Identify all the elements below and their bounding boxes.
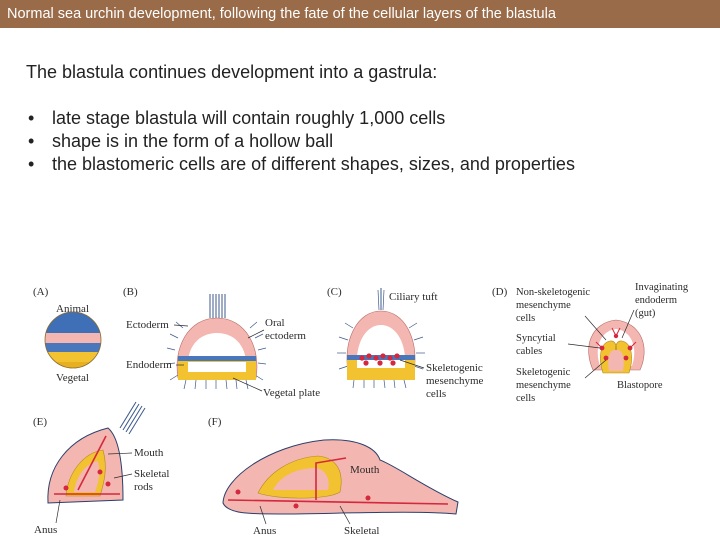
panel-d-letter: (D)	[492, 286, 508, 298]
panel-a-letter: (A)	[33, 286, 49, 298]
panel-d: (D) Non-skeletogenic mesenchyme cells Sy…	[492, 282, 689, 404]
panel-c-letter: (C)	[327, 286, 342, 298]
panel-f-letter: (F)	[208, 416, 222, 428]
label-endoderm: Endoderm	[126, 359, 172, 371]
label-nonskel-1: Non-skeletogenic	[516, 287, 590, 298]
panel-c: (C) Ciliary tuft Skeletogenic mesenchyme…	[327, 286, 484, 400]
label-anus-e: Anus	[34, 524, 57, 536]
label-vegetal: Vegetal	[56, 372, 89, 384]
label-nonskel-2: mesenchyme	[516, 300, 571, 311]
label-ciliary-tuft: Ciliary tuft	[389, 291, 438, 303]
embryo-c-vegetal-cilia	[352, 379, 407, 389]
slide-title: Normal sea urchin development, following…	[7, 6, 556, 22]
bullet-text: shape is in the form of a hollow ball	[52, 131, 334, 151]
embryo-c-cilia	[337, 322, 425, 370]
panel-e-letter: (E)	[33, 416, 47, 428]
blastula-sphere	[45, 312, 101, 368]
label-skeletal-e: Skeletal	[134, 468, 169, 480]
label-blastopore: Blastopore	[617, 380, 663, 391]
label-skeletogenic-1: Skeletogenic	[426, 362, 483, 374]
label-vegetal-plate: Vegetal plate	[263, 387, 320, 399]
outer-cilia	[166, 321, 267, 381]
label-animal: Animal	[56, 303, 89, 315]
label-ectoderm: Ectoderm	[126, 319, 169, 331]
label-anus-f: Anus	[253, 525, 276, 537]
bullet-marker: •	[28, 154, 35, 174]
panel-e: (E) Mouth Skeletal rods Anus	[33, 401, 169, 536]
label-skel-d-3: cells	[516, 393, 535, 404]
apical-cilia	[209, 294, 226, 318]
label-skeletogenic-3: cells	[426, 388, 446, 400]
label-mouth-e: Mouth	[134, 447, 164, 459]
bullet-text: the blastomeric cells are of different s…	[52, 154, 575, 174]
skeletogenic-cells-c	[359, 353, 400, 366]
label-invaginating-1: Invaginating	[635, 282, 689, 293]
label-oral-ectoderm: ectoderm	[265, 330, 306, 342]
bullet-marker: •	[28, 131, 35, 151]
panel-b-letter: (B)	[123, 286, 138, 298]
label-syncytial-1: Syncytial	[516, 333, 556, 344]
bullet-text: late stage blastula will contain roughly…	[52, 108, 446, 128]
vegetal-cilia	[183, 379, 249, 390]
panel-b: (B) Ectoderm Oral ectoderm Endoderm	[123, 286, 320, 399]
intro-text: The blastula continues development into …	[26, 62, 438, 82]
title-bar: Normal sea urchin development, following…	[0, 0, 720, 28]
label-nonskel-3: cells	[516, 313, 535, 324]
bullet-marker: •	[28, 108, 35, 128]
label-invaginating-3: (gut)	[635, 308, 656, 319]
label-skeletogenic-2: mesenchyme	[426, 375, 484, 387]
label-rods-e: rods	[134, 481, 153, 493]
label-skeletal-f: Skeletal	[344, 525, 379, 537]
label-skel-d-2: mesenchyme	[516, 380, 571, 391]
label-skel-d-1: Skeletogenic	[516, 367, 571, 378]
sea-urchin-development-figure: (A) Animal Vegetal (B)	[33, 282, 689, 537]
label-mouth-f: Mouth	[350, 464, 380, 476]
panel-a: (A) Animal Vegetal	[33, 286, 102, 384]
panel-f: (F) Mouth Anus Skeletal	[208, 416, 459, 537]
label-invaginating-2: endoderm	[635, 295, 677, 306]
label-syncytial-2: cables	[516, 346, 542, 357]
label-oral: Oral	[265, 317, 285, 329]
